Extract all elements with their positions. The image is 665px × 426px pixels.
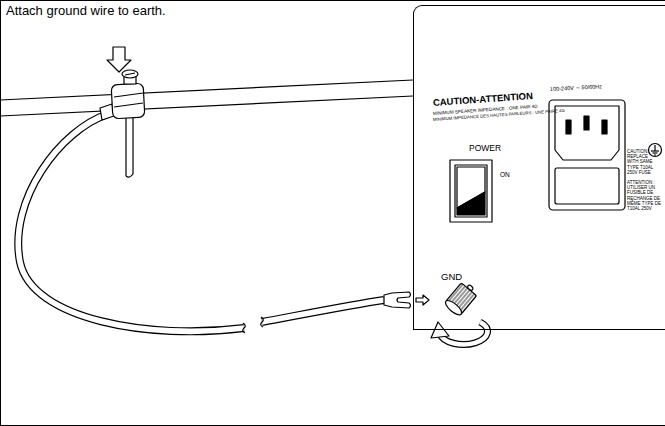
switch-state-label: ON (500, 171, 510, 178)
fuse-warning: CAUTION: REPLACE WITH SAME TYPE T10AL 25… (627, 149, 653, 175)
terminal-label: GND (441, 272, 462, 283)
turn-arrow (431, 322, 488, 344)
gnd-terminal-knob (443, 280, 479, 317)
fork-terminal (384, 292, 411, 308)
power-rating: 100-240V ∼ 50/60Hz (550, 83, 602, 92)
instruction-note: Attach ground wire to earth. (6, 4, 166, 19)
power-inlet (549, 100, 625, 210)
ground-cable (18, 114, 384, 333)
pipe-clamp (100, 70, 145, 120)
switch-label: POWER (469, 144, 501, 154)
fuse-warning: ATTENTION : UTILISER UN FUSIBLE DE RECHA… (627, 180, 661, 211)
rear-panel: CAUTION-ATTENTIONMINIMUM SPEAKER IMPEDAN… (413, 5, 665, 330)
ground-symbol (649, 144, 662, 157)
earth-pipe (0, 80, 413, 116)
ground-rod (126, 118, 133, 177)
insert-arrow (416, 295, 429, 305)
power-switch (450, 160, 492, 222)
pointer-arrow (107, 47, 131, 72)
